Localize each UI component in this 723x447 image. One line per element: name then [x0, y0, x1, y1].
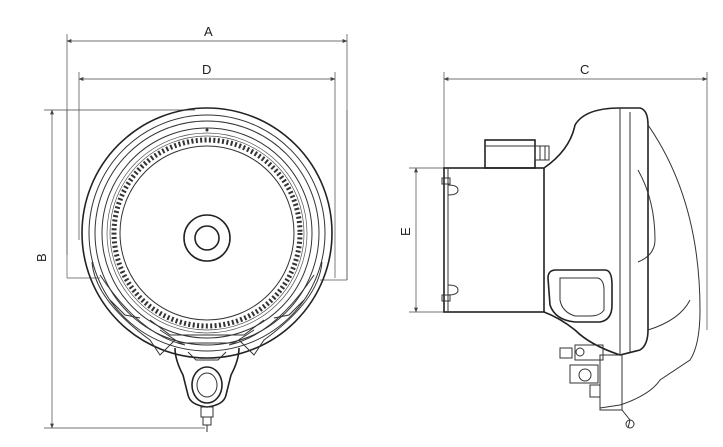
- dimension-a-label: A: [204, 24, 213, 39]
- dimension-e: E: [398, 167, 445, 313]
- heater-body-profile: [543, 107, 701, 409]
- lower-guard: [91, 261, 323, 356]
- heater-housing: [81, 107, 333, 359]
- wall-bracket: [441, 167, 545, 313]
- perforated-ring: [111, 137, 303, 329]
- side-view: C E: [398, 62, 708, 429]
- dimension-d: D: [78, 62, 336, 278]
- dimension-e-label: E: [398, 227, 413, 236]
- dimension-b: B: [34, 109, 205, 429]
- dimension-c-label: C: [580, 62, 589, 77]
- center-hub: [183, 214, 231, 262]
- dimension-d-label: D: [202, 62, 211, 77]
- dimension-b-label: B: [34, 253, 49, 262]
- side-handle: [547, 269, 613, 323]
- bottom-connector: [174, 347, 240, 432]
- junction-box: [484, 139, 550, 169]
- front-view: A D B: [34, 24, 348, 432]
- dimension-c: C: [443, 62, 708, 330]
- bottom-fittings: [559, 344, 635, 429]
